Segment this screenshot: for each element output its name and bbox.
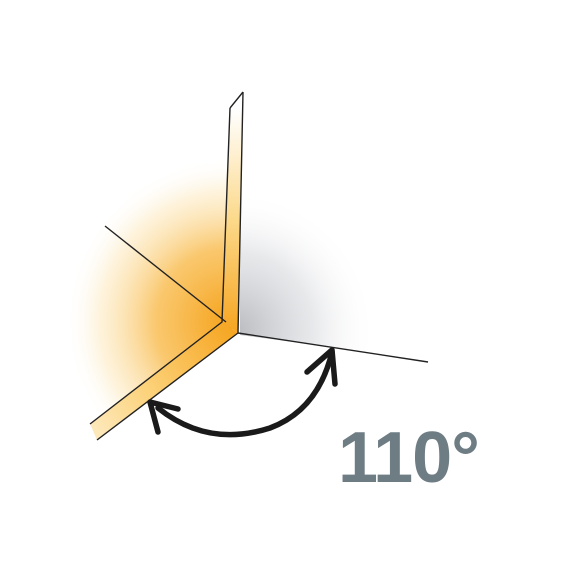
- double-arrow-icon: [147, 347, 338, 438]
- cool-light-glow: [240, 90, 430, 360]
- angle-label: 110°: [338, 418, 480, 498]
- vertical-led-strip: [222, 92, 243, 333]
- warm-light-glow: [60, 140, 232, 470]
- diagonal-led-strip: [90, 322, 238, 440]
